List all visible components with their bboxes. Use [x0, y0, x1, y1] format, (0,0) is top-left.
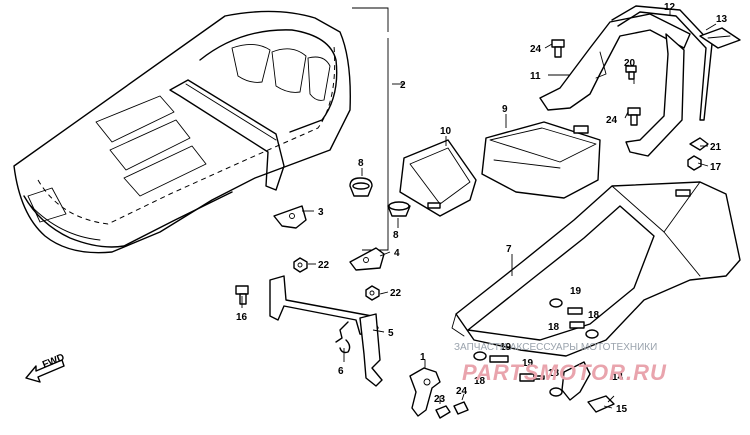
spring-6: [335, 321, 351, 354]
washer-18-c: [473, 351, 487, 361]
clip-13: [699, 27, 741, 49]
callout-19-b: 19: [500, 342, 512, 353]
bolt-19-c: [489, 355, 509, 363]
nut-22-lower: [365, 285, 380, 301]
nut-17: [687, 155, 702, 171]
callout-14: 14: [612, 372, 624, 383]
grab-rail-11: [539, 13, 691, 157]
callout-22-lower: 22: [390, 288, 402, 299]
callout-20: 20: [624, 58, 636, 69]
callout-5: 5: [388, 328, 394, 339]
callout-19-c: 19: [522, 358, 534, 369]
bracket-4: [349, 247, 385, 271]
callout-21: 21: [710, 142, 722, 153]
callout-13: 13: [716, 14, 728, 25]
callout-24-upper: 24: [530, 44, 542, 55]
washer-18-b: [585, 329, 599, 339]
seat-lock-bracket: [269, 275, 383, 387]
nut-22-upper: [293, 257, 308, 273]
watermark-brand: PARTSMOTOR.RU: [462, 360, 667, 385]
bracket-3: [273, 205, 307, 229]
callout-23: 23: [434, 394, 446, 405]
storage-tray-10: [399, 139, 477, 217]
bolt-24-low-right: [519, 373, 545, 382]
callout-15: 15: [616, 404, 628, 415]
bolt-16: [235, 285, 249, 305]
callout-8-lower: 8: [393, 230, 399, 241]
washer-18-d: [549, 387, 563, 397]
callout-18-a: 18: [548, 322, 560, 333]
callout-22-upper: 22: [318, 260, 330, 271]
callout-24-lower: 24: [456, 386, 468, 397]
callout-18-b: 18: [588, 310, 600, 321]
tail-case-9: [481, 121, 601, 199]
seat-rubber-upper: [349, 177, 373, 197]
grab-rail-12: [611, 5, 713, 121]
bolt-23: [435, 405, 451, 419]
callout-18-c: 18: [474, 376, 486, 387]
emblem-14-15: [587, 395, 615, 413]
bolt-24-lower: [453, 401, 469, 415]
callout-10: 10: [440, 126, 452, 137]
callout-19-a: 19: [570, 286, 582, 297]
leader-lines: [241, 10, 717, 409]
seat-assembly: [13, 10, 351, 254]
screw-21: [689, 137, 709, 151]
callout-18-d: 18: [548, 368, 560, 379]
callout-2: 2: [400, 80, 406, 91]
hinge-bracket: [561, 361, 591, 401]
callout-11: 11: [530, 71, 541, 82]
fwd-arrow: FWD: [25, 352, 66, 383]
callout-3: 3: [318, 207, 324, 218]
callout-16: 16: [236, 312, 248, 323]
callout-12: 12: [664, 2, 676, 13]
callout-24-mid: 24: [606, 115, 618, 126]
bolt-24-upper: [551, 39, 565, 58]
bolt-19-b: [569, 321, 585, 329]
callout-17: 17: [710, 162, 722, 173]
callout-1: 1: [420, 352, 426, 363]
rear-cowl: [451, 181, 741, 357]
seat-rubber-lower: [387, 201, 411, 217]
callout-8-upper: 8: [358, 158, 364, 169]
callout-labels: 1 2 3 4 5 6 7 8 8 9 10 11 12 13 14 15 16…: [236, 2, 728, 415]
bolt-24-mid: [627, 107, 641, 126]
bolt-19-a: [567, 307, 583, 315]
watermark-tagline: ЗАПЧАСТИ АКСЕССУАРЫ МОТОТЕХНИКИ: [454, 342, 657, 353]
callout-6: 6: [338, 366, 344, 377]
callout-4: 4: [394, 248, 400, 259]
callout-7: 7: [506, 244, 512, 255]
seat-lock: [409, 367, 441, 417]
watermark: ЗАПЧАСТИ АКСЕССУАРЫ МОТОТЕХНИКИ PARTSMOT…: [454, 342, 667, 385]
callout-9: 9: [502, 104, 508, 115]
washer-18-a: [549, 298, 563, 308]
